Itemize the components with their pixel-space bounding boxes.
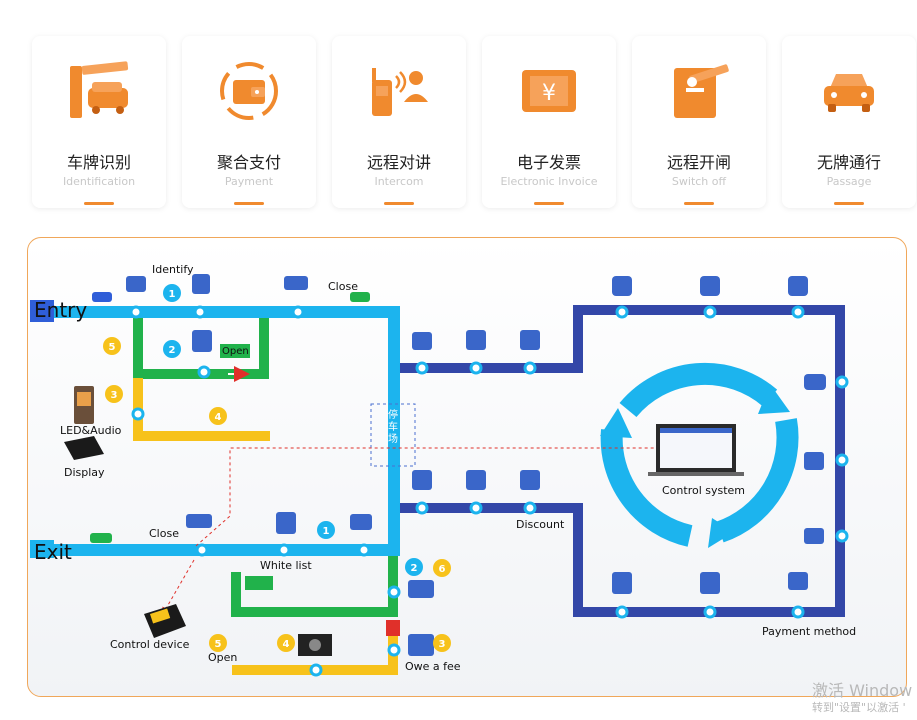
white-list-badge [245, 576, 273, 590]
feature-title: 无牌通行 [816, 153, 881, 172]
yellow-entry-path [133, 378, 270, 441]
feature-card-invoice[interactable]: ¥ 电子发票 Electronic Invoice [482, 36, 616, 208]
close-bottom-label: Close [149, 527, 179, 540]
walkie-talkie-icon [372, 68, 428, 116]
svg-text:¥: ¥ [542, 81, 556, 106]
payment-method-label: Payment method [762, 625, 857, 638]
svg-text:2: 2 [169, 345, 176, 356]
feature-subtitle: Electronic Invoice [500, 175, 598, 188]
camera-photo-icon [298, 634, 332, 656]
exit-label: Exit [34, 540, 72, 564]
feature-card-identification[interactable]: 车牌识别 Identification [32, 36, 166, 208]
feature-card-intercom[interactable]: 远程对讲 Intercom [332, 36, 466, 208]
feature-underline [684, 202, 714, 205]
feature-title: 聚合支付 [216, 153, 281, 172]
svg-text:6: 6 [439, 564, 446, 575]
exit-marker [30, 540, 54, 558]
feature-card-passage[interactable]: 无牌通行 Passage [782, 36, 916, 208]
red-device-line [162, 559, 195, 616]
open-badge [220, 344, 250, 358]
feature-card-switch-off[interactable]: 远程开闸 Switch off [632, 36, 766, 208]
car-icon [824, 74, 874, 112]
parking-lot-text: 停车场 [388, 410, 398, 445]
feature-title: 电子发票 [516, 153, 581, 172]
led-audio-label: LED&Audio [60, 424, 122, 437]
control-device-icon [144, 604, 186, 638]
entry-label: Entry [34, 298, 88, 322]
license-plate-recognition-icon [70, 61, 129, 118]
feature-title: 远程对讲 [366, 153, 431, 172]
green-exit-path [231, 556, 398, 617]
open-bottom-label: Open [208, 651, 238, 664]
step-badges: 1 2 3 4 5 1 2 3 4 5 6 [103, 284, 451, 652]
feature-title: 远程开闸 [666, 153, 731, 172]
entry-lane [30, 306, 400, 556]
close-top-label: Close [328, 280, 358, 293]
feature-underline [534, 202, 564, 205]
svg-text:2: 2 [411, 563, 418, 574]
svg-text:3: 3 [439, 639, 446, 650]
open-top-label: Open [222, 346, 249, 357]
barrier-gate-icon [674, 64, 729, 118]
svg-text:5: 5 [215, 639, 222, 650]
invoice-ticket-icon: ¥ [522, 70, 576, 112]
feature-subtitle: Switch off [671, 175, 727, 188]
car-icons [90, 292, 370, 543]
svg-text:1: 1 [323, 526, 330, 537]
feature-subtitle: Identification [62, 175, 136, 188]
display-label: Display [64, 466, 105, 479]
led-panel-icon [74, 386, 94, 424]
svg-text:3: 3 [111, 390, 118, 401]
feature-underline [234, 202, 264, 205]
node-markers [129, 305, 849, 677]
activation-watermark: 激活 Window [812, 681, 913, 700]
control-cycle-arrows [600, 362, 799, 547]
identify-label: Identify [152, 263, 194, 276]
red-segment [386, 620, 400, 636]
feature-card-payment[interactable]: 聚合支付 Payment [182, 36, 316, 208]
control-system-label: Control system [662, 484, 746, 497]
feature-underline [834, 202, 864, 205]
svg-text:1: 1 [169, 289, 176, 300]
feature-underline [384, 202, 414, 205]
wallet-payment-icon [220, 62, 278, 120]
activation-watermark-hint: 转到"设置"以激活 ' [812, 701, 906, 714]
control-device-label: Control device [110, 638, 190, 651]
owe-fee-label: Owe a fee [405, 660, 461, 673]
feature-subtitle: Payment [224, 175, 274, 188]
white-list-label: White list [260, 559, 312, 572]
feature-subtitle: Intercom [374, 175, 424, 188]
service-icons [126, 274, 826, 656]
laptop-icon [648, 424, 744, 476]
discount-label: Discount [516, 518, 565, 531]
display-icon [64, 436, 104, 460]
feature-subtitle: Passage [826, 175, 872, 188]
feature-title: 车牌识别 [66, 153, 131, 172]
entry-marker [30, 300, 54, 322]
svg-text:5: 5 [109, 342, 116, 353]
yellow-exit-path [232, 620, 398, 675]
red-signal-line [195, 447, 654, 547]
parking-lot-box [370, 403, 416, 467]
svg-text:4: 4 [283, 639, 290, 650]
svg-text:4: 4 [215, 412, 222, 423]
feature-underline [84, 202, 114, 205]
